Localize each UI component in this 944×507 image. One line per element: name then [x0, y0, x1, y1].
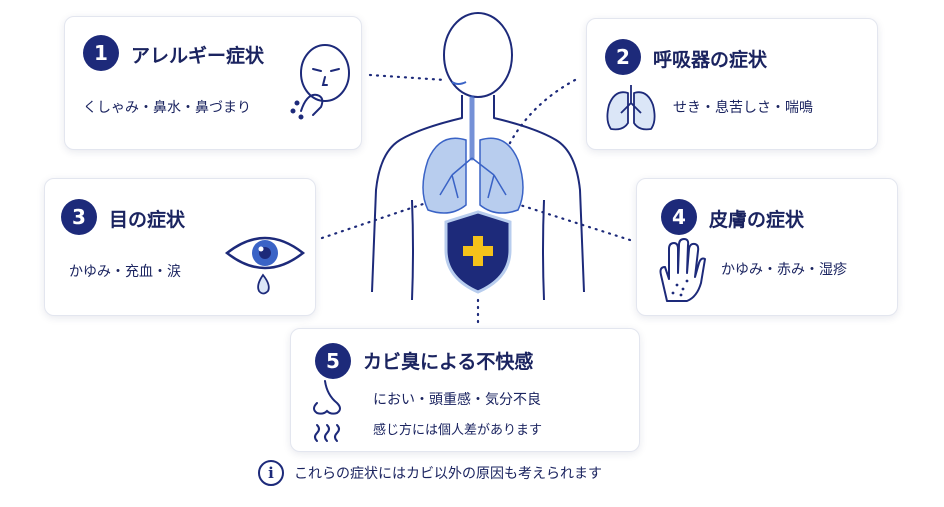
- card-title: カビ臭による不快感: [363, 351, 534, 373]
- symptom-card-allergy: 1 アレルギー症状 くしゃみ・鼻水・鼻づまり: [64, 16, 362, 150]
- connector-lines: [320, 73, 632, 330]
- footer-note: i これらの症状にはカビ以外の原因も考えられます: [258, 460, 602, 486]
- card-description: かゆみ・赤み・湿疹: [721, 262, 847, 278]
- card-number: 4: [661, 199, 697, 235]
- nose-smell-icon: [313, 380, 341, 442]
- connector-2: [498, 78, 577, 167]
- card-title: 目の症状: [109, 209, 186, 231]
- cross-horizontal: [463, 246, 493, 256]
- card-description-note: 感じ方には個人差があります: [373, 423, 543, 438]
- connector-3: [320, 198, 437, 240]
- card-title: 呼吸器の症状: [653, 49, 768, 71]
- symptom-card-skin: 4 皮膚の症状 かゆみ・赤み・湿疹: [636, 178, 898, 316]
- human-outline: [371, 12, 585, 301]
- card-description: におい・頭重感・気分不良: [373, 392, 541, 408]
- card-description: せき・息苦しさ・喘鳴: [673, 100, 813, 116]
- teary-eye-icon: [224, 236, 306, 295]
- note-text: これらの症状にはカビ以外の原因も考えられます: [294, 466, 602, 482]
- card-title: 皮膚の症状: [709, 209, 805, 231]
- connector-1: [368, 73, 447, 82]
- lungs-icon: [606, 85, 656, 131]
- connector-4: [518, 203, 632, 242]
- card-title: アレルギー症状: [131, 45, 265, 67]
- shield: [444, 210, 512, 294]
- symptom-card-respiratory: 2 呼吸器の症状 せき・息苦しさ・喘鳴: [586, 18, 878, 150]
- symptom-card-eye: 3 目の症状 かゆみ・充血・涙: [44, 178, 316, 316]
- card-number: 2: [605, 39, 641, 75]
- card-number: 5: [315, 343, 351, 379]
- card-number: 1: [83, 35, 119, 71]
- lungs: [422, 137, 524, 214]
- sneezing-face-icon: [290, 44, 350, 120]
- itchy-hand-icon: [659, 238, 706, 302]
- card-description: くしゃみ・鼻水・鼻づまり: [83, 100, 251, 116]
- info-icon: i: [258, 460, 284, 486]
- card-number: 3: [61, 199, 97, 235]
- symptom-card-odor: 5 カビ臭による不快感 におい・頭重感・気分不良 感じ方には個人差があります: [290, 328, 640, 452]
- card-description: かゆみ・充血・涙: [69, 264, 181, 280]
